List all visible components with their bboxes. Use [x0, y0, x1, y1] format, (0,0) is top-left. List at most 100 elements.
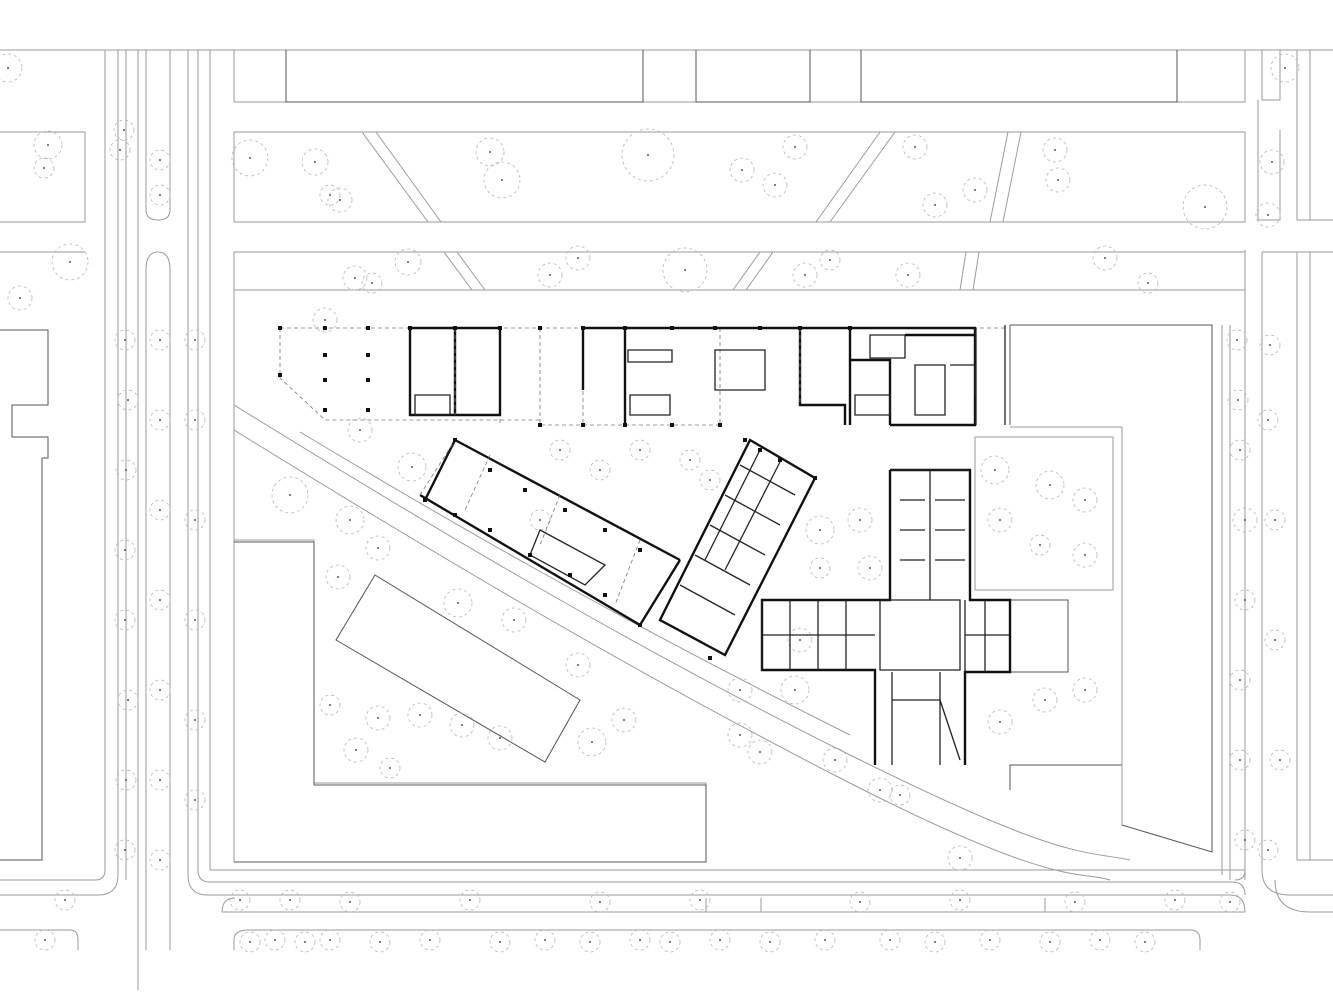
tree-trunk [249, 157, 251, 159]
tree-trunk [249, 941, 251, 943]
tree-canopy [114, 609, 136, 631]
tree-trunk [907, 274, 909, 276]
tree-canopy [629, 929, 651, 951]
tree-canopy [407, 702, 433, 728]
tree-canopy [114, 839, 136, 861]
column [623, 423, 627, 427]
column [638, 548, 642, 552]
column [670, 326, 674, 330]
tree-trunk [1279, 759, 1281, 761]
tree-trunk [289, 899, 291, 901]
tree-trunk [1239, 759, 1241, 761]
tree-trunk [1236, 339, 1238, 341]
tree-canopy [1226, 329, 1248, 351]
tree-trunk [159, 339, 161, 341]
tree-canopy [727, 722, 753, 748]
tree-trunk [899, 794, 901, 796]
tree-trunk [577, 257, 579, 259]
tree-trunk [419, 714, 421, 716]
tree-trunk [739, 689, 741, 691]
east-complex [760, 468, 1012, 765]
tree-trunk [859, 519, 861, 521]
tree-canopy [589, 891, 611, 913]
tree-trunk [124, 619, 126, 621]
tree-canopy [1064, 891, 1086, 913]
tree-trunk [719, 939, 721, 941]
tree-trunk [834, 759, 836, 761]
column [453, 513, 457, 517]
column [366, 378, 370, 382]
tree-canopy [537, 262, 563, 288]
tree-trunk [589, 941, 591, 943]
tree-trunk [647, 154, 649, 156]
column [423, 498, 427, 502]
tree-trunk [159, 159, 161, 161]
column [366, 326, 370, 330]
tree-trunk [194, 519, 196, 521]
tree-trunk [194, 619, 196, 621]
tree-trunk [1267, 849, 1269, 851]
tree-canopy [149, 184, 171, 206]
column [488, 528, 492, 532]
tree-canopy [7, 285, 33, 311]
tree-canopy [231, 139, 269, 177]
tree-trunk [1204, 206, 1206, 208]
tree-trunk [324, 319, 326, 321]
tree-trunk [239, 899, 241, 901]
tree-canopy [1072, 542, 1098, 568]
tree-trunk [1284, 67, 1286, 69]
tree-canopy [699, 469, 721, 491]
tree-canopy [327, 187, 353, 213]
tree-trunk [1271, 161, 1273, 163]
tree-trunk [457, 602, 459, 604]
tree-trunk [1239, 449, 1241, 451]
tree-trunk [469, 899, 471, 901]
tree-trunk [377, 717, 379, 719]
tree-trunk [314, 161, 316, 163]
column [778, 458, 782, 462]
tree-trunk [741, 169, 743, 171]
tree-canopy [117, 689, 139, 711]
tree-canopy [229, 889, 251, 911]
tree-canopy [689, 889, 711, 911]
tree-canopy [1032, 687, 1058, 713]
tree-canopy [339, 891, 361, 913]
tree-canopy [1045, 167, 1071, 193]
column [366, 353, 370, 357]
tree-trunk [1084, 554, 1086, 556]
column [323, 353, 327, 357]
tree-canopy [529, 509, 551, 531]
column [798, 326, 802, 330]
tree-trunk [669, 941, 671, 943]
tree-canopy [1137, 272, 1159, 294]
tree-canopy [1234, 589, 1256, 611]
column [581, 423, 585, 427]
tree-canopy [659, 931, 681, 953]
tree-canopy [549, 439, 571, 461]
tree-trunk [1267, 214, 1269, 216]
tree-trunk [639, 939, 641, 941]
tree-trunk [804, 274, 806, 276]
tree-canopy [114, 539, 136, 561]
tree-trunk [194, 719, 196, 721]
tree-canopy [483, 161, 521, 199]
tree-canopy [814, 929, 836, 951]
tree-canopy [149, 409, 171, 431]
tree-trunk [159, 509, 161, 511]
column [848, 326, 852, 330]
tree-trunk [194, 339, 196, 341]
tree-canopy [184, 409, 206, 431]
tree-trunk [1267, 419, 1269, 421]
tree-trunk [359, 429, 361, 431]
tree-trunk [989, 939, 991, 941]
tree-trunk [304, 941, 306, 943]
tree-trunk [889, 939, 891, 941]
curved-street [233, 404, 1131, 881]
column [366, 408, 370, 412]
tree-canopy [109, 139, 131, 161]
column [453, 326, 457, 330]
tree-canopy [709, 929, 731, 951]
tree-canopy [565, 245, 591, 271]
tree-canopy [1229, 439, 1251, 461]
tree-canopy [33, 157, 55, 179]
